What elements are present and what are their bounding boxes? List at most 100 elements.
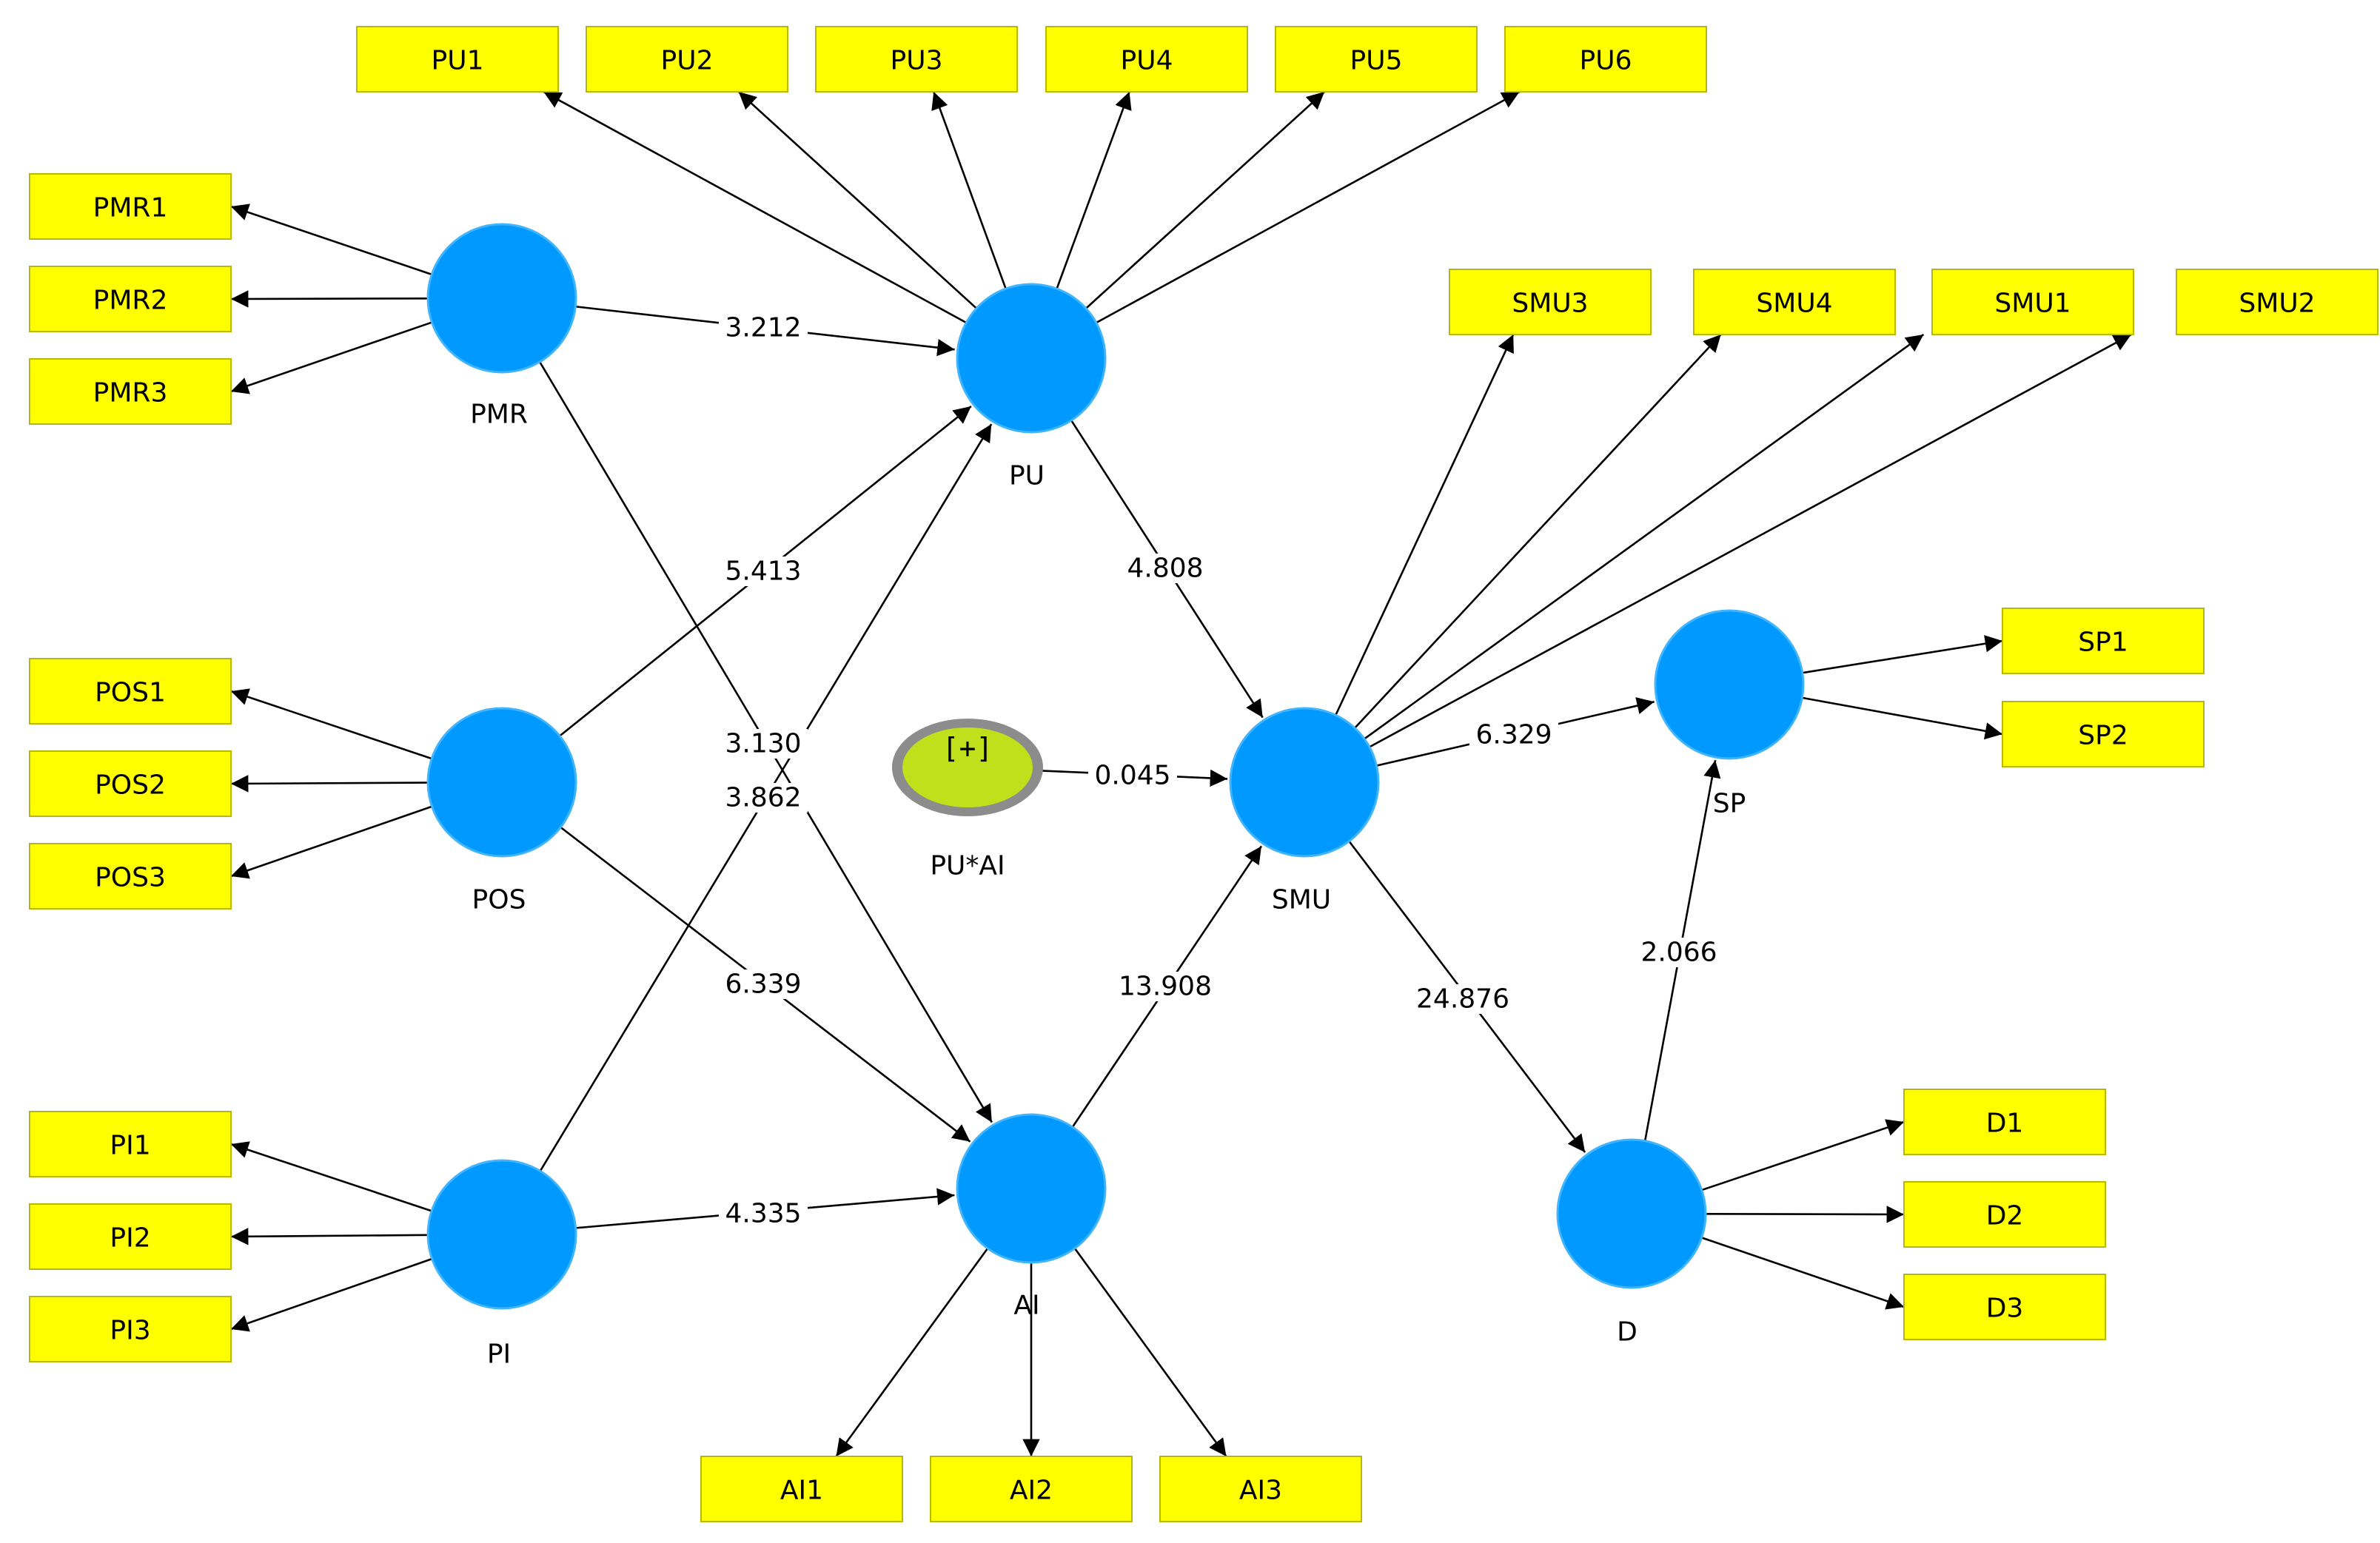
construct-smu[interactable]: SMU [1229,707,1380,915]
indicator-pmr1[interactable]: PMR1 [29,173,232,240]
indicator-label: PU5 [1350,46,1403,76]
coefficient-background [1410,984,1515,1014]
indicator-label: PI3 [110,1316,150,1346]
indicator-smu3[interactable]: SMU3 [1449,269,1652,335]
path-coefficient: 3.212 [719,313,808,343]
loading-arrow-smu-smu3 [1335,334,1515,716]
indicator-box [1504,26,1707,93]
indicator-box [29,843,232,910]
coefficient-value: 6.339 [725,969,801,1000]
indicator-box [1045,26,1248,93]
indicator-pi2[interactable]: PI2 [29,1203,232,1270]
loading-arrow-ai-ai3 [1073,1248,1227,1457]
indicator-label: PMR2 [93,286,168,316]
construct-label: PU [1009,461,1045,491]
coefficient-background [1469,720,1558,750]
construct-pu[interactable]: PU [956,283,1107,491]
coefficient-value: 4.808 [1127,554,1203,584]
loading-arrow-pu-pu4 [1056,91,1132,289]
indicator-box [930,1456,1133,1522]
indicator-ai2[interactable]: AI2 [930,1456,1133,1522]
indicator-box [2176,269,2379,335]
indicator-label: AI3 [1239,1476,1282,1506]
path-coefficients-layer: 3.2125.4133.1303.8626.3394.3354.8080.045… [719,313,1723,1229]
coefficient-background [1635,938,1723,967]
indicator-label: PI1 [110,1131,150,1161]
construct-d[interactable]: D [1556,1138,1707,1348]
loading-arrow-pmr-pmr1 [230,204,432,276]
construct-label: POS [472,885,526,915]
construct-pi[interactable]: PI [426,1159,577,1370]
indicator-pu4[interactable]: PU4 [1045,26,1248,93]
indicator-smu4[interactable]: SMU4 [1693,269,1896,335]
expand-plus-icon[interactable]: [+] [942,732,993,764]
indicator-pmr2[interactable]: PMR2 [29,266,232,332]
indicator-label: POS2 [95,770,166,801]
indicator-label: D3 [1986,1294,2024,1324]
construct-ai[interactable]: AI [956,1113,1107,1321]
loading-arrow-ai-ai1 [835,1248,989,1457]
coefficient-background [719,783,808,813]
indicator-box [586,26,788,93]
path-coefficient: 6.339 [719,969,808,1000]
loading-arrow-pi-pi3 [230,1257,433,1332]
indicator-label: AI2 [1010,1476,1053,1506]
indicator-smu2[interactable]: SMU2 [2176,269,2379,335]
indicator-pi1[interactable]: PI1 [29,1111,232,1177]
loading-arrow-d-d3 [1701,1237,1905,1310]
loading-arrow-smu-smu2 [1369,333,2132,748]
indicator-pu1[interactable]: PU1 [356,26,559,93]
indicator-pos2[interactable]: POS2 [29,750,232,817]
constructs-layer: PMR POS PI PU AI SMU SP D [+]PU*AI [426,223,1805,1370]
indicator-label: SMU3 [1512,289,1588,319]
path-coefficient: 24.876 [1410,984,1515,1015]
indicator-smu1[interactable]: SMU1 [1931,269,2134,335]
coefficient-background [719,313,808,343]
indicator-pu6[interactable]: PU6 [1504,26,1707,93]
construct-circle [1229,707,1380,858]
construct-label: PI [487,1339,511,1370]
indicator-pmr3[interactable]: PMR3 [29,358,232,425]
construct-circle [956,1113,1107,1264]
coefficient-value: 24.876 [1416,984,1509,1015]
loading-arrow-pu-pu2 [737,91,977,309]
indicator-d1[interactable]: D1 [1903,1089,2106,1155]
loading-arrow-pos-pos3 [230,805,432,879]
indicator-pu3[interactable]: PU3 [815,26,1018,93]
indicator-box [29,173,232,240]
indicator-box [1903,1274,2106,1340]
indicator-label: SMU4 [1756,289,1832,319]
indicator-d3[interactable]: D3 [1903,1274,2106,1340]
indicator-sp2[interactable]: SP2 [2002,701,2205,767]
indicator-pi3[interactable]: PI3 [29,1296,232,1362]
construct-label: D [1617,1317,1637,1348]
indicator-pos1[interactable]: POS1 [29,658,232,725]
coefficient-value: 6.329 [1475,720,1552,750]
indicator-box [29,1203,232,1270]
indicator-label: PU4 [1121,46,1173,76]
indicator-pu2[interactable]: PU2 [586,26,788,93]
indicator-label: PMR3 [93,378,168,409]
construct-pmr[interactable]: PMR [426,223,577,430]
indicator-pu5[interactable]: PU5 [1275,26,1478,93]
construct-moderator-pu-ai[interactable]: [+]PU*AI [892,719,1043,881]
indicator-pos3[interactable]: POS3 [29,843,232,910]
construct-label: SMU [1272,885,1331,915]
indicator-box [1931,269,2134,335]
loading-arrow-d-d1 [1701,1119,1905,1191]
indicator-ai1[interactable]: AI1 [700,1456,903,1522]
indicators-layer: PU1 PU2 PU3 PU4 PU5 PU6PMR1PMR2PMR3POS1POS2PO… [29,26,2379,1522]
indicator-ai3[interactable]: AI3 [1159,1456,1362,1522]
indicator-label: D1 [1986,1109,2024,1139]
construct-sp[interactable]: SP [1654,609,1805,819]
indicator-d2[interactable]: D2 [1903,1181,2106,1248]
indicator-box [1903,1181,2106,1248]
indicator-sp1[interactable]: SP1 [2002,608,2205,674]
indicator-box [1449,269,1652,335]
indicator-box [29,1296,232,1362]
indicator-label: PU3 [891,46,943,76]
construct-pos[interactable]: POS [426,707,577,915]
construct-circle [426,1159,577,1310]
indicator-box [29,658,232,725]
construct-circle [1556,1138,1707,1289]
